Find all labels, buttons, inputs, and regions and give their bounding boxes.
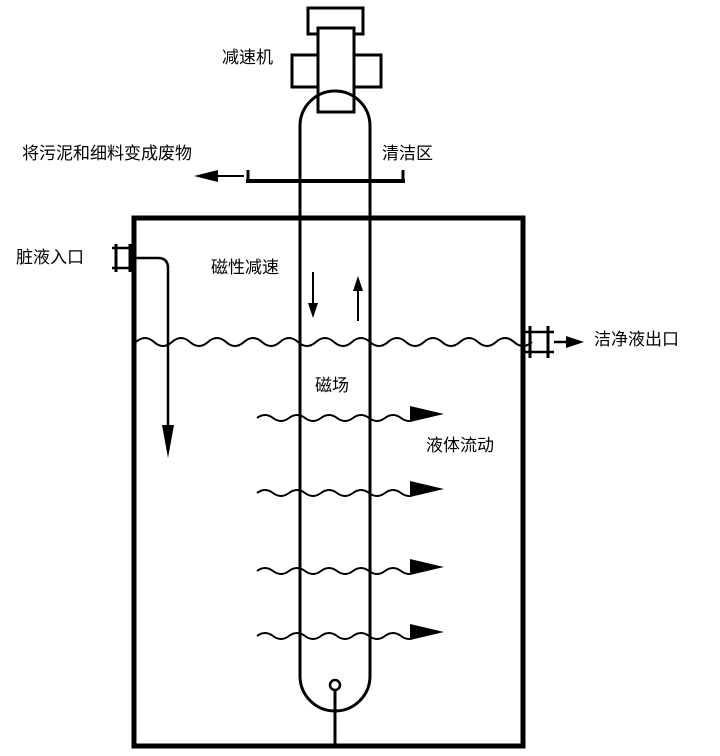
reducer-label: 减速机 — [222, 48, 273, 68]
flow-arrow-1 — [256, 406, 444, 422]
waste-arrow — [194, 170, 244, 182]
flow-arrow-4 — [256, 624, 444, 640]
scraper — [246, 170, 405, 183]
inlet-pipe — [112, 244, 174, 458]
magnetic-field-label: 磁场 — [315, 376, 349, 396]
clean-outlet-label: 洁净液出口 — [594, 330, 679, 350]
magnetic-deceleration-label: 磁性减速 — [211, 258, 279, 278]
flow-arrow-3 — [256, 559, 444, 575]
outlet-flow-arrow-head — [566, 336, 584, 348]
reducer — [290, 6, 383, 114]
liquid-surface — [135, 337, 533, 347]
reducer-right-lug — [350, 53, 383, 89]
inlet-flow-arrow-head — [162, 425, 174, 458]
up-arrow — [353, 276, 363, 321]
sludge-to-waste-label: 将污泥和细料变成废物 — [22, 144, 192, 164]
flow-arrow-2 — [256, 481, 444, 497]
magnetic-drum — [298, 89, 372, 713]
tank — [131, 215, 526, 749]
liquid-flow-label: 液体流动 — [426, 436, 494, 456]
down-arrow — [308, 272, 318, 318]
reducer-left-lug — [290, 53, 322, 89]
clean-zone-label: 清洁区 — [382, 144, 433, 164]
drum-pivot — [328, 678, 342, 692]
reducer-body — [316, 26, 356, 114]
dirty-inlet-label: 脏液入口 — [16, 248, 84, 268]
outlet-pipe — [521, 326, 584, 358]
